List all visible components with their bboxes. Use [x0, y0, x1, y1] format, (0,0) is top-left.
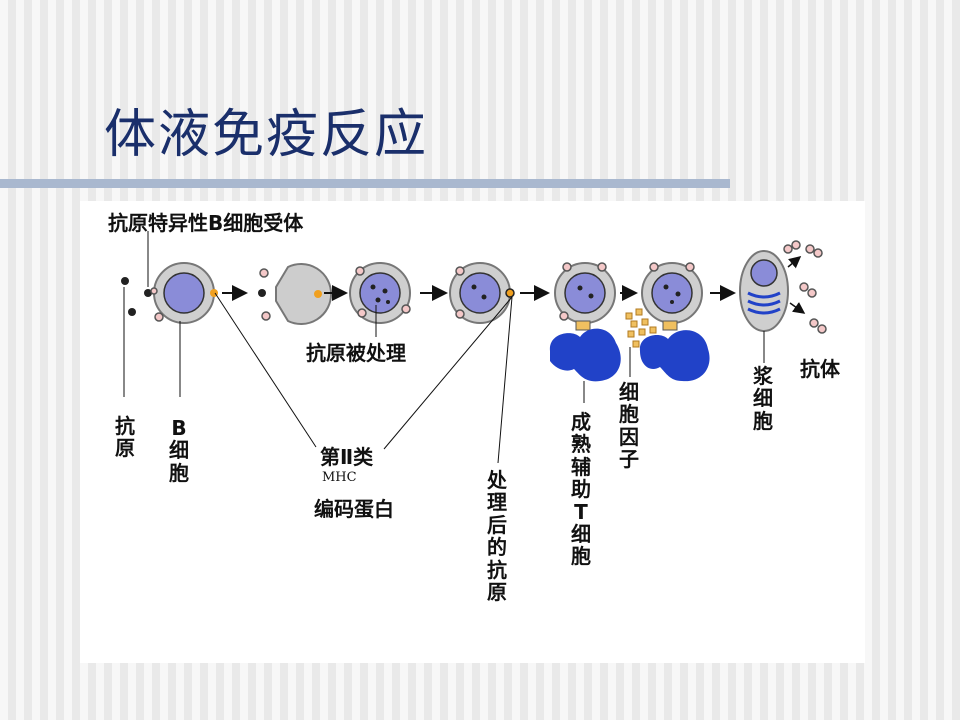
label-antibody: 抗体 — [800, 357, 840, 381]
b-cell-4 — [449, 262, 515, 324]
helper-t-cell-1 — [549, 328, 621, 382]
antibody-molecules — [783, 240, 827, 334]
label-antigen-processed: 抗原被处理 — [306, 341, 406, 365]
label-plasma-cell: 浆细胞 — [753, 364, 773, 433]
label-cytokine: 细胞因子 — [619, 380, 639, 472]
title-divider — [0, 179, 730, 188]
b-cell-5 — [554, 262, 616, 331]
label-antigen: 抗原 — [115, 414, 135, 461]
label-mature-helper-t-cell: 成熟辅助T细胞 — [571, 410, 591, 569]
b-cell-1 — [150, 262, 218, 324]
immune-diagram — [121, 231, 827, 464]
label-processed-antigen: 处理后的抗原 — [487, 468, 507, 604]
label-encoding-protein: 编码蛋白 — [314, 497, 394, 521]
diagram-panel: 抗原特异性B细胞受体 抗原被处理 抗原 B细胞 第Ⅱ类 MHC 编码蛋白 处理后… — [80, 201, 865, 663]
label-mhc-class2: 第Ⅱ类 — [320, 445, 374, 469]
slide-title: 体液免疫反应 — [104, 105, 429, 165]
cytokine-particles — [625, 308, 657, 348]
label-b-cell: B细胞 — [169, 416, 189, 485]
b-cell-6 — [641, 262, 703, 331]
leader-lines — [123, 231, 765, 464]
label-b-cell-receptor: 抗原特异性B细胞受体 — [108, 211, 304, 235]
helper-t-cell-2 — [639, 330, 710, 382]
plasma-cell — [739, 250, 789, 332]
label-mhc: MHC — [322, 470, 357, 485]
b-cell-3 — [349, 262, 411, 324]
antigen-particles — [121, 277, 152, 316]
b-cell-2 — [258, 263, 332, 325]
